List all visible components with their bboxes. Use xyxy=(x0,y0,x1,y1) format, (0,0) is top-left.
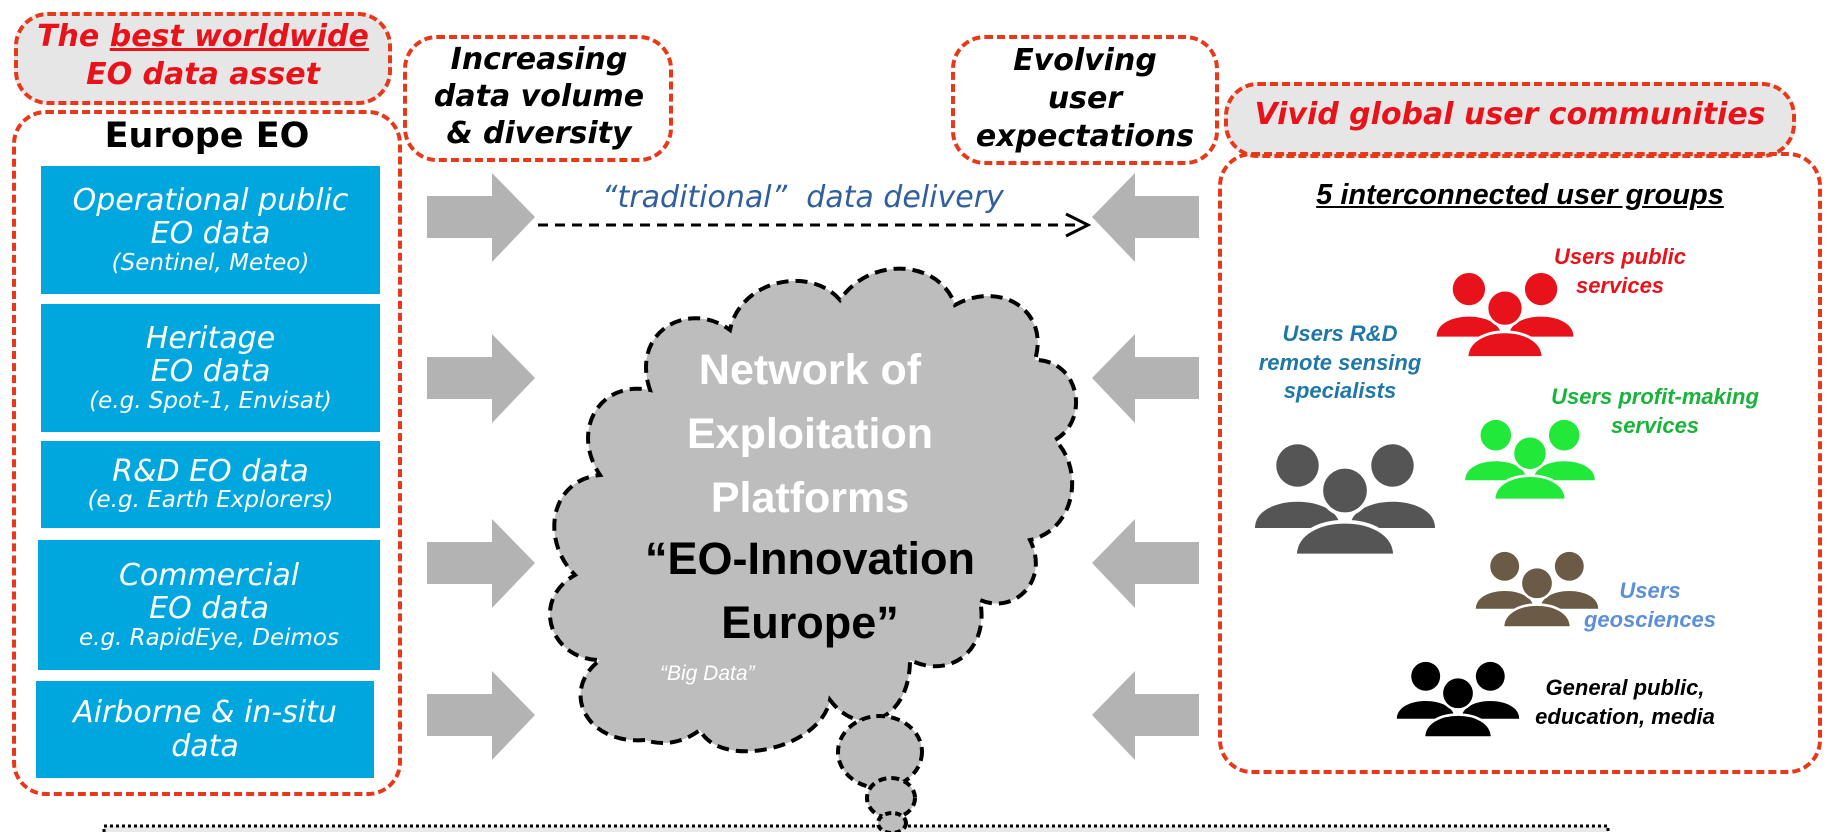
data-box-rd: R&D EO data (e.g. Earth Explorers) xyxy=(41,441,380,528)
cloud-shape xyxy=(547,266,1078,754)
bottom-bar xyxy=(102,824,1610,832)
left-arrow-3 xyxy=(427,519,535,608)
right-arrow-2 xyxy=(1092,334,1199,423)
delivery-arrowhead xyxy=(1065,212,1092,238)
thought-bubble-3 xyxy=(876,811,908,832)
user-group-profit-label: Users profit-making services xyxy=(1551,384,1759,438)
left-arrow-2 xyxy=(427,334,535,423)
europe-title: Europe EO xyxy=(104,116,310,156)
volume-tag-text: Increasing data volume & diversity xyxy=(433,42,645,151)
cloud-note: “Big Data” xyxy=(660,662,755,685)
expectations-tag xyxy=(951,35,1219,165)
expectations-tag-text: Evolving user expectations xyxy=(975,43,1195,154)
user-group-public-label: Users public services xyxy=(1553,244,1687,298)
data-box-operational: Operational public EO data (Sentinel, Me… xyxy=(41,166,380,294)
communities-tag-text: Vivid global user communities xyxy=(1254,97,1766,132)
users-title: 5 interconnected user groups xyxy=(1316,179,1724,211)
thought-bubble-1 xyxy=(836,714,924,790)
right-arrow-1 xyxy=(1092,173,1199,262)
volume-tag xyxy=(403,35,673,162)
left-arrow-1 xyxy=(427,173,535,262)
data-box-commercial: Commercial EO data e.g. RapidEye, Deimos xyxy=(38,540,380,670)
user-group-rd-label: Users R&D remote sensing specialists xyxy=(1258,321,1422,404)
asset-tag xyxy=(14,12,392,105)
user-group-geo-label: Users geosciences xyxy=(1583,578,1717,632)
thought-bubble-2 xyxy=(865,776,917,820)
data-box-airborne: Airborne & in-situ data xyxy=(36,681,374,778)
europe-panel xyxy=(12,110,402,796)
right-arrow-4 xyxy=(1092,671,1199,760)
users-panel xyxy=(1218,152,1822,774)
data-box-heritage: Heritage EO data (e.g. Spot-1, Envisat) xyxy=(41,304,380,432)
cloud-highlight: “EO-Innovation Europe” xyxy=(645,533,975,648)
right-arrow-3 xyxy=(1092,519,1199,608)
communities-tag xyxy=(1224,82,1796,158)
asset-tag-text: The best worldwide EO data asset xyxy=(37,19,369,92)
left-arrow-4 xyxy=(427,671,535,760)
cloud-title: Network of Exploitation Platforms xyxy=(686,346,934,522)
delivery-label: “traditional” data delivery xyxy=(602,180,1004,215)
user-group-general-label: General public, education, media xyxy=(1535,675,1715,729)
